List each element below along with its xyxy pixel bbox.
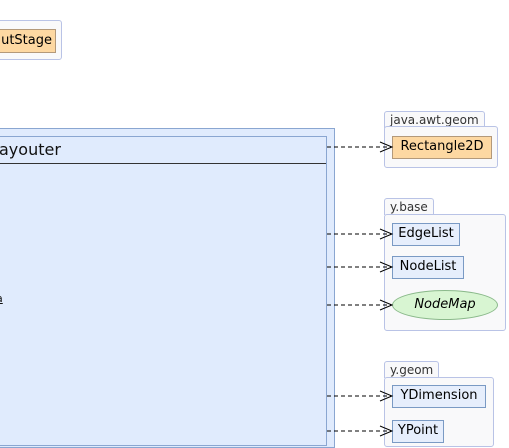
main-class-member-fragment: a xyxy=(0,292,3,305)
dependency-arrow-nodelist xyxy=(327,261,394,273)
package-tab-y-geom: y.geom xyxy=(384,361,440,378)
class-ydimension[interactable]: YDimension xyxy=(392,385,486,408)
dependency-arrow-edgelist xyxy=(327,228,394,240)
class-edgelist[interactable]: EdgeList xyxy=(392,223,460,246)
class-rectangle2d[interactable]: Rectangle2D xyxy=(392,136,492,159)
class-nodelist[interactable]: NodeList xyxy=(392,256,464,279)
dependency-arrow-ydimension xyxy=(327,390,394,402)
dependency-arrow-rectangle2d xyxy=(327,141,394,153)
top-left-stage-class[interactable]: utStage xyxy=(0,29,56,53)
package-tab-y-base: y.base xyxy=(384,198,434,215)
dependency-edges xyxy=(327,141,394,437)
dependency-arrow-ypoint xyxy=(327,425,394,437)
package-tab-java-awt-geom: java.awt.geom xyxy=(384,111,485,128)
interface-nodemap[interactable]: NodeMap xyxy=(392,290,498,320)
dependency-arrow-nodemap xyxy=(327,299,394,311)
main-class-divider xyxy=(0,163,326,164)
main-class-title: ayouter xyxy=(0,140,61,159)
